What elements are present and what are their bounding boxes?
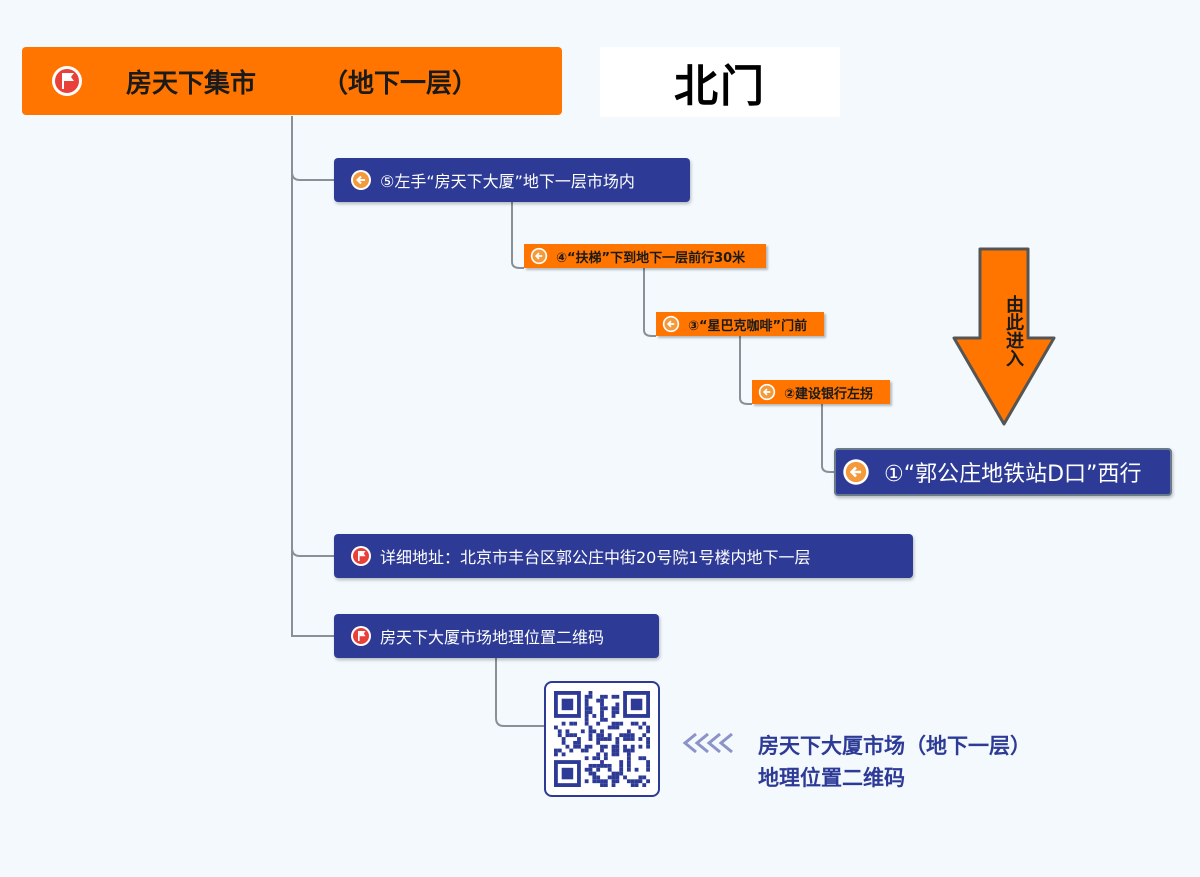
- qr-label-node[interactable]: 房天下大厦市场地理位置二维码: [334, 614, 659, 658]
- step-5-text: ⑤左手“房天下大厦”地下一层市场内: [380, 172, 635, 191]
- qr-label-text: 房天下大厦市场地理位置二维码: [380, 628, 605, 647]
- back-arrow-icon: [842, 458, 870, 486]
- step-3-text: ③“星巴克咖啡”门前: [688, 318, 808, 334]
- qr-code-pattern: [554, 691, 650, 787]
- back-arrow-icon: [350, 169, 372, 191]
- back-arrow-icon: [530, 247, 548, 265]
- root-node[interactable]: 房天下集市 （地下一层）: [22, 47, 562, 115]
- qr-code[interactable]: [544, 681, 660, 797]
- root-subtitle: （地下一层）: [322, 68, 479, 99]
- qr-caption-line-2: 地理位置二维码: [758, 765, 905, 790]
- step-1-text: ①“郭公庄地铁站D口”西行: [884, 462, 1142, 487]
- step-3-node[interactable]: ③“星巴克咖啡”门前: [656, 312, 824, 336]
- step-4-text: ④“扶梯”下到地下一层前行30米: [556, 250, 746, 266]
- address-text: 详细地址：北京市丰台区郭公庄中街20号院1号楼内地下一层: [380, 548, 811, 567]
- step-4-node[interactable]: ④“扶梯”下到地下一层前行30米: [524, 244, 766, 268]
- flag-icon: [350, 625, 372, 647]
- root-title: 房天下集市: [126, 68, 257, 99]
- step-2-text: ②建设银行左拐: [784, 386, 874, 402]
- flag-icon: [350, 545, 372, 567]
- entry-arrow-label: 由此进入: [1003, 295, 1024, 367]
- left-chevrons-icon: [682, 732, 733, 754]
- back-arrow-icon: [662, 315, 680, 333]
- entry-down-arrow: [952, 247, 1056, 426]
- back-arrow-icon: [758, 383, 776, 401]
- north-gate-label: 北门: [600, 47, 840, 117]
- flag-icon: [50, 64, 84, 98]
- qr-caption-line-1: 房天下大厦市场（地下一层）: [758, 733, 1031, 758]
- address-node[interactable]: 详细地址：北京市丰台区郭公庄中街20号院1号楼内地下一层: [334, 534, 913, 578]
- step-2-node[interactable]: ②建设银行左拐: [752, 380, 890, 404]
- step-1-node[interactable]: ①“郭公庄地铁站D口”西行: [834, 448, 1172, 496]
- step-5-node[interactable]: ⑤左手“房天下大厦”地下一层市场内: [334, 158, 690, 202]
